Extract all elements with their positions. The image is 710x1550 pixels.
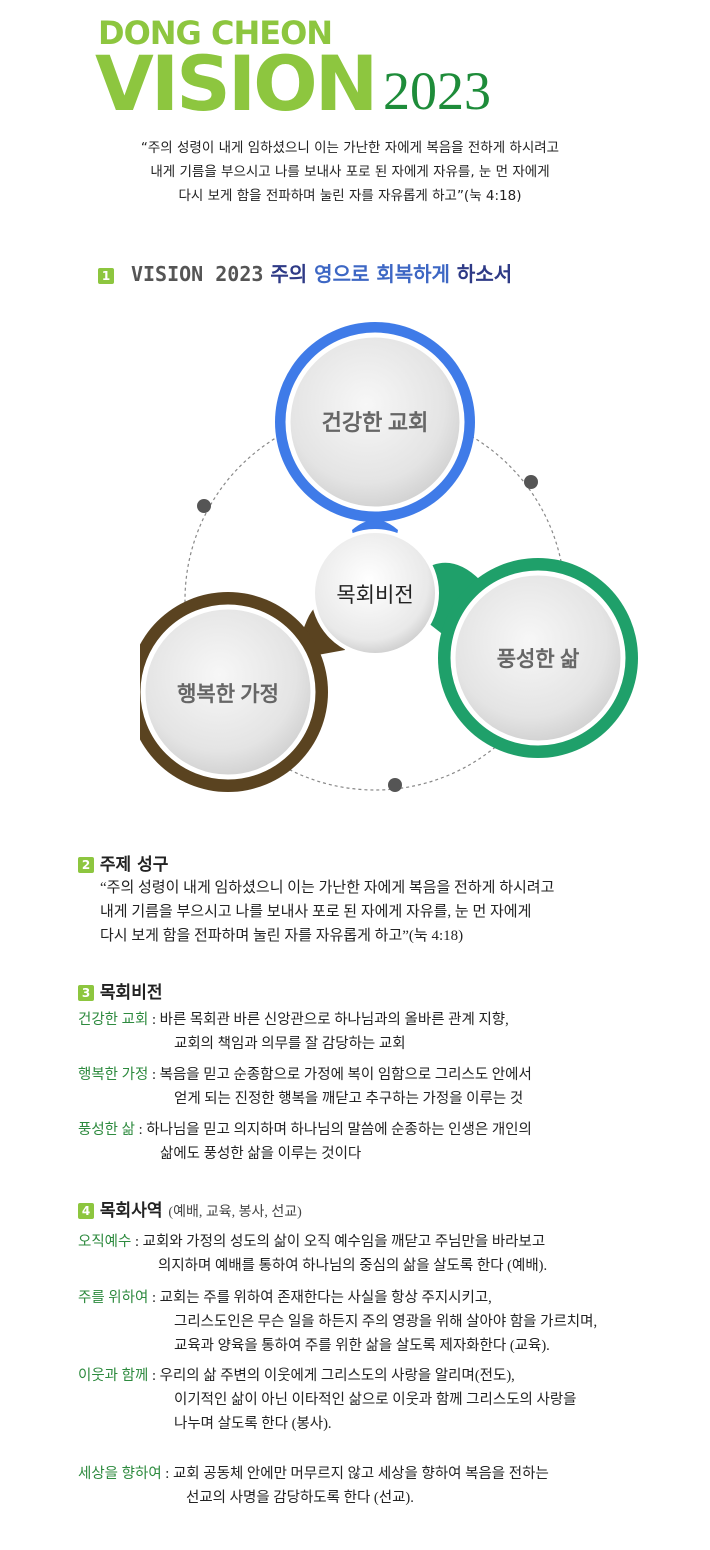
ministry-item-label: 주를 위하여: [78, 1290, 149, 1306]
circle-right-label: 풍성한 삶: [497, 647, 580, 671]
ministry-item-text: 교육과 양육을 통하여 주를 위한 삶을 살도록 제자화한다 (교육).: [174, 1338, 550, 1354]
brand-subtitle: DONG CHEON: [98, 14, 333, 52]
separator: :: [148, 1012, 160, 1028]
circle-left-label: 행복한 가정: [177, 682, 279, 706]
vision-item-text: 하나님을 믿고 의지하며 하나님의 말씀에 순종하는 인생은 개인의: [146, 1122, 532, 1138]
vision-item: 건강한 교회 : 바른 목회관 바른 신앙관으로 하나님과의 올바른 관계 지향…: [78, 1008, 509, 1032]
ministry-item-text: 교회와 가정의 성도의 삶이 오직 예수임을 깨닫고 주님만을 바라보고: [142, 1234, 546, 1250]
theme-verse-line: “주의 성령이 내게 임하셨으니 이는 가난한 자에게 복음을 전하게 하시려고: [100, 880, 555, 896]
vision-item-label: 풍성한 삶: [78, 1122, 135, 1138]
ministry-item-text: 그리스도인은 무슨 일을 하든지 주의 영광을 위해 살아야 함을 가르치며,: [174, 1314, 598, 1330]
ring-dot: [388, 778, 402, 792]
separator: :: [148, 1067, 160, 1083]
separator: :: [131, 1234, 143, 1250]
circle-top-label: 건강한 교회: [322, 410, 429, 435]
circle-center-label: 목회비전: [336, 583, 413, 607]
circle-right-inner: [450, 570, 626, 746]
section3-title: 목회비전: [99, 983, 163, 1003]
separator: :: [148, 1368, 160, 1384]
theme-verse-line: 다시 보게 함을 전파하며 눌린 자를 자유롭게 하고”(눅 4:18): [100, 928, 464, 944]
theme-verse-line: 내게 기름을 부으시고 나를 보내사 포로 된 자에게 자유를, 눈 먼 자에게: [100, 904, 532, 920]
vision-item-label: 건강한 교회: [78, 1012, 149, 1028]
vision-item-text: 얻게 되는 진정한 행복을 깨닫고 추구하는 가정을 이루는 것: [174, 1091, 524, 1107]
vision-label: VISION 2023: [130, 262, 264, 286]
ministry-item-text: 나누며 살도록 한다 (봉사).: [174, 1416, 332, 1432]
vision-word: 영으로: [314, 262, 370, 286]
separator: :: [161, 1466, 173, 1482]
ministry-item-text: 교회 공동체 안에만 머무르지 않고 세상을 향하여 복음을 전하는: [172, 1466, 549, 1482]
separator: :: [135, 1122, 147, 1138]
intro-quote-line: 내게 기름을 부으시고 나를 보내사 포로 된 자에게 자유를, 눈 먼 자에게: [150, 164, 550, 180]
vision-item-text: 바른 목회관 바른 신앙관으로 하나님과의 올바른 관계 지향,: [159, 1012, 509, 1028]
circle-top-inner: [285, 332, 465, 512]
section1-heading: 1 VISION 2023 주의 영으로 회복하게 하소서: [98, 258, 512, 287]
circle-left-inner: [140, 604, 316, 780]
ministry-item-text: 의지하며 예배를 통하여 하나님의 중심의 삶을 살도록 한다 (예배).: [158, 1258, 548, 1274]
vision-item-text: 교회의 책임과 의무를 잘 감당하는 교회: [174, 1036, 406, 1052]
vision-word: 주의: [270, 262, 308, 286]
section2-title: 주제 성구: [99, 855, 169, 875]
section-number-badge: 4: [78, 1203, 94, 1219]
vision-word: 회복하게: [376, 262, 450, 286]
vision-diagram: 건강한 교회 풍성한 삶 행복한 가정 목회비전: [140, 322, 638, 792]
circle-center: [311, 529, 439, 657]
vision-item-text: 복음을 믿고 순종함으로 가정에 복이 임함으로 그리스도 안에서: [159, 1067, 532, 1083]
section4-title: 목회사역: [99, 1201, 163, 1221]
intro-quote-line: “주의 성령이 내게 임하셨으니 이는 가난한 자에게 복음을 전하게 하시려고: [140, 140, 560, 156]
brand-title: VISION: [95, 39, 378, 128]
ring-dot: [524, 475, 538, 489]
section4-subtitle: (예배, 교육, 봉사, 선교): [168, 1205, 302, 1220]
ministry-item-text: 우리의 삶 주변의 이웃에게 그리스도의 사랑을 알리며(전도),: [159, 1368, 515, 1384]
ministry-item: 이웃과 함께 : 우리의 삶 주변의 이웃에게 그리스도의 사랑을 알리며(전도…: [78, 1364, 515, 1388]
section2-heading: 2 주제 성구: [78, 850, 168, 875]
ministry-item-label: 이웃과 함께: [78, 1368, 149, 1384]
ministry-item-text: 교회는 주를 위하여 존재한다는 사실을 항상 주지시키고,: [159, 1290, 492, 1306]
separator: :: [148, 1290, 160, 1306]
vision-item-text: 삶에도 풍성한 삶을 이루는 것이다: [160, 1146, 362, 1162]
theme-verse: “주의 성령이 내게 임하셨으니 이는 가난한 자에게 복음을 전하게 하시려고…: [100, 876, 554, 948]
section-number-badge: 2: [78, 857, 94, 873]
ministry-item-label: 세상을 향하여: [78, 1466, 162, 1482]
vision-item: 행복한 가정 : 복음을 믿고 순종함으로 가정에 복이 임함으로 그리스도 안…: [78, 1063, 532, 1087]
brand-year: 2023: [383, 61, 491, 121]
vision-word: 하소서: [456, 262, 513, 286]
ministry-item: 주를 위하여 : 교회는 주를 위하여 존재한다는 사실을 항상 주지시키고,: [78, 1286, 492, 1310]
intro-quote-line: 다시 보게 함을 전파하며 눌린 자를 자유롭게 하고”(눅 4:18): [178, 188, 522, 204]
intro-quote: “주의 성령이 내게 임하셨으니 이는 가난한 자에게 복음을 전하게 하시려고…: [60, 136, 640, 208]
ministry-item-text: 선교의 사명을 감당하도록 한다 (선교).: [186, 1490, 414, 1506]
section3-heading: 3 목회비전: [78, 978, 162, 1003]
vision-item: 풍성한 삶 : 하나님을 믿고 의지하며 하나님의 말씀에 순종하는 인생은 개…: [78, 1118, 532, 1142]
ministry-item-text: 이기적인 삶이 아닌 이타적인 삶으로 이웃과 함께 그리스도의 사랑을: [174, 1392, 577, 1408]
ministry-item-label: 오직예수: [78, 1234, 132, 1250]
vision-item-label: 행복한 가정: [78, 1067, 149, 1083]
ring-dot: [197, 499, 211, 513]
ministry-item: 오직예수 : 교회와 가정의 성도의 삶이 오직 예수임을 깨닫고 주님만을 바…: [78, 1230, 545, 1254]
section4-heading: 4 목회사역 (예배, 교육, 봉사, 선교): [78, 1196, 302, 1221]
section-number-badge: 3: [78, 985, 94, 1001]
section-number-badge: 1: [98, 267, 114, 284]
ministry-item: 세상을 향하여 : 교회 공동체 안에만 머무르지 않고 세상을 향하여 복음을…: [78, 1462, 549, 1486]
